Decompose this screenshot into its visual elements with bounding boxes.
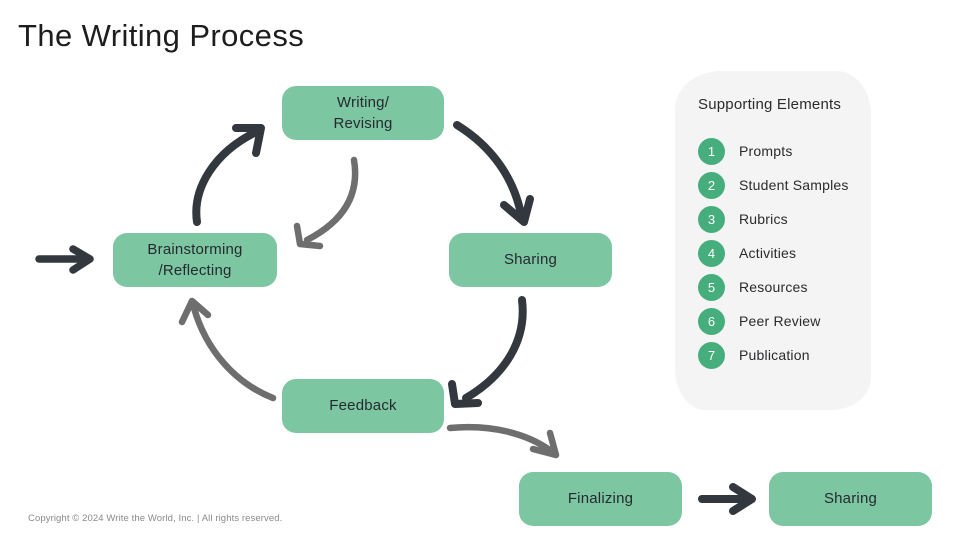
arrow-brainstorming-to-writing-icon	[192, 124, 265, 226]
node-label: Brainstorming /Reflecting	[147, 239, 242, 282]
node-feedback[interactable]: Feedback	[282, 379, 444, 433]
support-item-number-badge: 1	[698, 137, 725, 165]
arrow-writing-to-sharing-icon	[453, 121, 534, 226]
arrow-writing-descending-icon	[293, 156, 359, 250]
support-item-label: Rubrics	[739, 211, 788, 227]
support-item-number-badge: 3	[698, 205, 725, 233]
node-label-line1: Writing/	[336, 93, 390, 111]
support-item-number-badge: 2	[698, 171, 725, 199]
arrow-feedback-to-finalizing-icon	[446, 423, 560, 459]
supporting-elements-list: 1 Prompts 2 Student Samples 3 Rubrics 4 Activit…	[698, 134, 898, 372]
node-finalizing[interactable]: Finalizing	[519, 472, 682, 526]
support-item[interactable]: 5 Resources	[698, 270, 898, 304]
page-title: The Writing Process	[18, 18, 305, 53]
support-item-label: Activities	[739, 245, 797, 261]
support-item-number-badge: 4	[698, 239, 725, 267]
arrow-sharing-to-feedback-icon	[448, 296, 527, 408]
support-item-label: Student Samples	[739, 177, 849, 193]
supporting-elements-title: Supporting Elements	[698, 96, 842, 113]
node-label-line2: /Reflecting	[158, 262, 232, 279]
support-item-label: Resources	[739, 279, 808, 295]
node-sharing-final[interactable]: Sharing	[769, 472, 932, 526]
support-item[interactable]: 3 Rubrics	[698, 202, 898, 236]
arrow-finalizing-to-sharing-icon	[698, 483, 756, 515]
node-label-line2: Revising	[333, 115, 393, 132]
support-item[interactable]: 6 Peer Review	[698, 304, 898, 338]
support-item[interactable]: 1 Prompts	[698, 134, 898, 168]
node-brainstorming-reflecting[interactable]: Brainstorming /Reflecting	[113, 233, 277, 287]
node-label: Writing/ Revising	[333, 92, 392, 135]
node-sharing-cycle[interactable]: Sharing	[449, 233, 612, 287]
entry-arrow-icon	[35, 245, 94, 274]
support-item-label: Prompts	[739, 143, 793, 159]
support-item[interactable]: 2 Student Samples	[698, 168, 898, 202]
arrow-feedback-to-brainstorming-icon	[178, 297, 277, 402]
node-writing-revising[interactable]: Writing/ Revising	[282, 86, 444, 140]
support-item-number-badge: 5	[698, 273, 725, 301]
support-item[interactable]: 4 Activities	[698, 236, 898, 270]
support-item-label: Peer Review	[739, 313, 821, 329]
footer-copyright: Copyright © 2024 Write the World, Inc. |…	[28, 513, 283, 524]
support-item-number-badge: 7	[698, 341, 725, 369]
node-label-line1: Brainstorming	[147, 240, 243, 258]
support-item-label: Publication	[739, 347, 810, 363]
support-item[interactable]: 7 Publication	[698, 338, 898, 372]
support-item-number-badge: 6	[698, 307, 725, 335]
